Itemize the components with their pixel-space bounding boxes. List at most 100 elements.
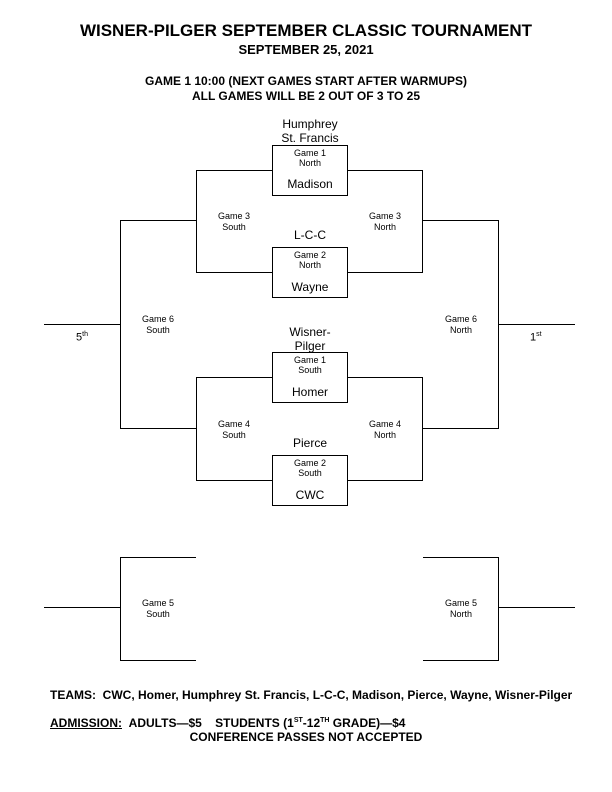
bracket-line [196, 170, 272, 171]
teams-list-line: TEAMS: CWC, Homer, Humphrey St. Francis,… [50, 688, 572, 702]
game3-south-label: Game 3 South [204, 211, 264, 233]
court-label: North [373, 430, 396, 440]
bracket-line [120, 660, 196, 661]
bracket-line [272, 145, 348, 146]
bracket-line [120, 557, 121, 661]
bracket-line [272, 247, 273, 298]
bracket-line [196, 480, 272, 481]
bracket-line [120, 220, 196, 221]
game-format-note: ALL GAMES WILL BE 2 OUT OF 3 TO 25 [191, 89, 421, 103]
bracket-line [272, 195, 348, 196]
game-label: Game 3 [217, 211, 250, 221]
bracket-line [348, 377, 423, 378]
first-place-label: 1st [530, 331, 542, 344]
game-label: Game 4 [217, 419, 250, 429]
bracket-line [348, 480, 423, 481]
bracket-line [44, 607, 120, 608]
bracket-line [423, 557, 499, 558]
bracket-line [196, 170, 197, 273]
game-start-note: GAME 1 10:00 (NEXT GAMES START AFTER WAR… [144, 74, 468, 88]
game-label: Game 6 [141, 314, 174, 324]
court-label: South [222, 430, 246, 440]
bracket-line [272, 455, 348, 456]
bracket-line [422, 170, 423, 273]
game5-north-label: Game 5 North [431, 598, 491, 620]
court-label: South [298, 365, 322, 375]
student-price-sup: ST [293, 717, 303, 724]
bracket-line [423, 428, 499, 429]
game-label: Game 1 [293, 148, 326, 158]
team-humphrey-st-francis: Humphrey St. Francis [262, 117, 358, 145]
bracket-line [272, 402, 348, 403]
bracket-line [120, 557, 196, 558]
court-label: North [449, 325, 472, 335]
game-label: Game 2 [293, 458, 326, 468]
bracket-line [423, 660, 499, 661]
place-number: 5 [76, 331, 83, 344]
bracket-line [347, 145, 348, 196]
bracket-line [272, 505, 348, 506]
team-name-line: Pilger [294, 339, 326, 353]
student-price-part: STUDENTS (1 [215, 716, 294, 730]
game6-south-label: Game 6 South [128, 314, 188, 336]
court-label: South [222, 222, 246, 232]
team-madison: Madison [287, 177, 333, 191]
adult-price: ADULTS—$5 [128, 716, 202, 730]
game4-north-label: Game 4 North [355, 419, 415, 441]
conference-passes-note: CONFERENCE PASSES NOT ACCEPTED [189, 730, 423, 744]
bracket-line [272, 352, 348, 353]
place-suffix: st [536, 331, 542, 338]
bracket-line [272, 352, 273, 403]
court-label: North [373, 222, 396, 232]
bracket-line [272, 297, 348, 298]
bracket-line [498, 220, 499, 429]
place-number: 1 [530, 331, 537, 344]
tournament-date: SEPTEMBER 25, 2021 [238, 42, 374, 57]
bracket-line [347, 455, 348, 506]
team-pierce: Pierce [292, 436, 327, 450]
court-label: South [146, 609, 170, 619]
bracket-line [120, 220, 121, 429]
game4-south-label: Game 4 South [204, 419, 264, 441]
bracket-line [196, 272, 272, 273]
game-label: Game 2 [293, 250, 326, 260]
bracket-line [348, 170, 423, 171]
court-label: South [146, 325, 170, 335]
fifth-place-label: 5th [76, 331, 88, 344]
bracket-line [44, 324, 120, 325]
team-name-line: St. Francis [281, 131, 339, 145]
team-cwc: CWC [295, 488, 325, 502]
bracket-line [499, 324, 575, 325]
bracket-line [348, 272, 423, 273]
game-label: Game 3 [368, 211, 401, 221]
place-suffix: th [82, 331, 88, 338]
court-label: North [449, 609, 472, 619]
court-label: North [298, 158, 321, 168]
tournament-title: WISNER-PILGER SEPTEMBER CLASSIC TOURNAME… [79, 21, 533, 40]
bracket-line [499, 607, 575, 608]
student-price-sup: TH [320, 717, 330, 724]
bracket-line [422, 377, 423, 481]
team-name-line: Humphrey [282, 117, 338, 131]
bracket-line [272, 145, 273, 196]
student-price-part: GRADE)—$4 [329, 716, 406, 730]
student-price-part: -12 [302, 716, 321, 730]
bracket-line [120, 428, 196, 429]
teams-list: CWC, Homer, Humphrey St. Francis, L-C-C,… [102, 688, 573, 702]
game6-north-label: Game 6 North [431, 314, 491, 336]
team-wayne: Wayne [291, 280, 329, 294]
student-price: STUDENTS (1ST-12TH GRADE)—$4 [215, 716, 405, 730]
court-label: South [298, 468, 322, 478]
bracket-line [423, 220, 499, 221]
admission-label: ADMISSION: [50, 716, 122, 730]
bracket-line [347, 352, 348, 403]
bracket-line [196, 377, 197, 481]
game-label: Game 4 [368, 419, 401, 429]
bracket-line [498, 557, 499, 661]
court-label: North [298, 260, 321, 270]
game5-south-label: Game 5 South [128, 598, 188, 620]
game-label: Game 6 [444, 314, 477, 324]
game-label: Game 1 [293, 355, 326, 365]
bracket-line [272, 455, 273, 506]
game-label: Game 5 [444, 598, 477, 608]
